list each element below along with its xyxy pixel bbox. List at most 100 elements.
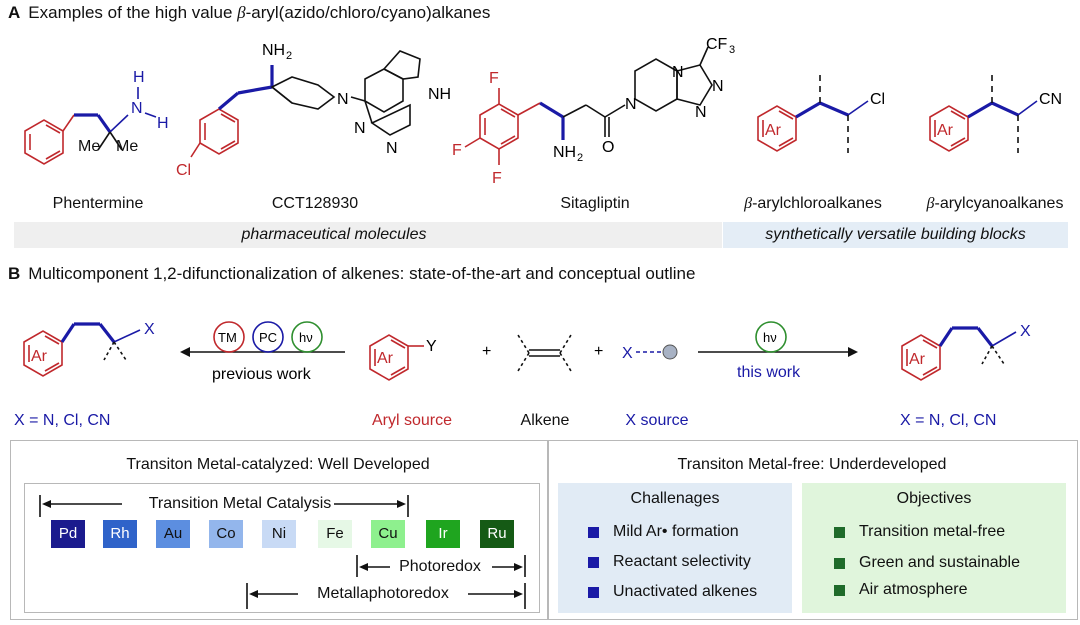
metal-tile-pd: Pd [51, 520, 85, 548]
cct-pyrimidine-n2: N [386, 140, 398, 157]
x-definition-left: X = N, Cl, CN [14, 412, 111, 429]
photoredox-label: Photoredox [399, 558, 481, 575]
challenge-item: Reactant selectivity [588, 553, 751, 571]
left-product-structure [23, 322, 141, 377]
plus-1: + [482, 343, 491, 360]
cyano-cn-label: CN [1039, 91, 1062, 108]
chloroalkane-structure [757, 73, 869, 153]
pharma-bar-label: pharmaceutical molecules [241, 226, 427, 243]
x-source-label: X source [625, 412, 689, 429]
chloro-cl-label: Cl [870, 91, 885, 108]
aryl-source-y: Y [426, 338, 437, 355]
phentermine-name: Phentermine [52, 195, 144, 212]
metal-tile-ir: Ir [426, 520, 460, 548]
phentermine-h1-label: H [133, 69, 145, 86]
sita-n4-label: N [695, 104, 707, 121]
metallaphotoredox-label: Metallaphotoredox [317, 585, 449, 602]
sita-f3-label: F [492, 170, 502, 187]
chloro-ar-label: Ar [765, 122, 782, 139]
right-product-x: X [1020, 323, 1031, 340]
metal-tile-rh: Rh [103, 520, 137, 548]
sita-nh2-label: NH [553, 144, 576, 161]
building-blocks-bar-label: synthetically versatile building blocks [765, 226, 1026, 243]
tm-circle [213, 321, 245, 353]
tm-free-title: Transiton Metal-free: Underdeveloped [677, 456, 947, 473]
cct-cl-label: Cl [176, 162, 191, 179]
hv-circle-left [291, 321, 323, 353]
x-source-ball [662, 344, 678, 360]
objective-bullet [834, 526, 845, 538]
objective-item: Green and sustainable [834, 554, 1020, 572]
cyanoalkanes-name: β-arylcyanoalkanes [926, 195, 1064, 212]
previous-work-label: previous work [212, 366, 312, 383]
left-product-ar: Ar [31, 348, 48, 365]
cct-nh2-sub: 2 [286, 50, 292, 62]
left-product-x: X [144, 321, 155, 338]
sita-n1-label: N [625, 96, 637, 113]
section-b-letter: B [8, 264, 21, 283]
cyanoalkane-structure [929, 73, 1038, 153]
phentermine-h2-label: H [157, 115, 169, 132]
hv-circle-right [755, 321, 787, 353]
section-b-scheme: Ar X TM PC hν previous work Ar Y + + X h… [23, 321, 1031, 383]
right-product-structure [901, 326, 1017, 381]
challenge-bullet [588, 586, 599, 598]
tm-catalysis-label: Transition Metal Catalysis [148, 495, 332, 512]
challenge-bullet [588, 556, 599, 568]
chloroalkanes-name: β-arylchloroalkanes [744, 195, 882, 212]
tm-label: TM [218, 330, 237, 345]
metal-tile-fe: Fe [318, 520, 352, 548]
sita-o-label: O [602, 139, 614, 156]
sita-f1-label: F [489, 70, 499, 87]
sita-n3-label: N [712, 78, 724, 95]
cct128930-structure [190, 50, 421, 158]
x-source-x: X [622, 345, 633, 362]
sita-nh2-sub: 2 [577, 152, 583, 164]
tm-catalyzed-panel [10, 440, 548, 620]
metal-tile-ni: Ni [262, 520, 296, 548]
this-work-arrowhead [848, 347, 858, 357]
objective-item: Transition metal-free [834, 523, 1005, 541]
challenge-item: Mild Ar• formation [588, 523, 739, 541]
section-a-structures: N H H Me Me NH 2 N NH Cl N N [24, 36, 1062, 187]
objectives-panel [802, 483, 1066, 613]
alkene-structure [517, 334, 572, 372]
cct-nh-label: NH [428, 86, 451, 103]
plus-2: + [594, 343, 603, 360]
previous-work-arrowhead [180, 347, 190, 357]
metal-tile-cu: Cu [371, 520, 405, 548]
challenge-bullet [588, 526, 599, 538]
metals-box [24, 483, 540, 613]
metal-tile-ru: Ru [480, 520, 514, 548]
sitagliptin-structure [464, 46, 713, 165]
this-work-label: this work [737, 364, 801, 381]
cct128930-name: CCT128930 [271, 195, 359, 212]
building-blocks-bar [723, 222, 1068, 248]
challenge-item: Unactivated alkenes [588, 583, 757, 601]
pc-label: PC [259, 330, 277, 345]
range-arrows [39, 495, 526, 609]
metal-tile-au: Au [156, 520, 190, 548]
hv-label-right: hν [763, 330, 777, 345]
right-product-ar: Ar [909, 351, 926, 368]
cct-pyrimidine-n1: N [354, 120, 366, 137]
sita-cf3-sub: 3 [729, 44, 735, 56]
pc-circle [252, 321, 284, 353]
objective-bullet [834, 557, 845, 569]
phentermine-me2-label: Me [116, 138, 138, 155]
phentermine-structure [24, 87, 157, 165]
section-a-letter: A [8, 3, 21, 22]
sita-n2-label: N [672, 64, 684, 81]
phentermine-me1-label: Me [78, 138, 100, 155]
aryl-source-ar: Ar [377, 350, 394, 367]
tm-free-panel [548, 440, 1078, 620]
sita-f2-label: F [452, 142, 462, 159]
phentermine-n-label: N [131, 100, 143, 117]
aryl-source-structure [369, 334, 424, 381]
metal-tile-co: Co [209, 520, 243, 548]
challenges-title: Challenages [630, 490, 720, 507]
cct-nh2-label: NH [262, 42, 285, 59]
tm-catalyzed-title: Transiton Metal-catalyzed: Well Develope… [126, 456, 430, 473]
